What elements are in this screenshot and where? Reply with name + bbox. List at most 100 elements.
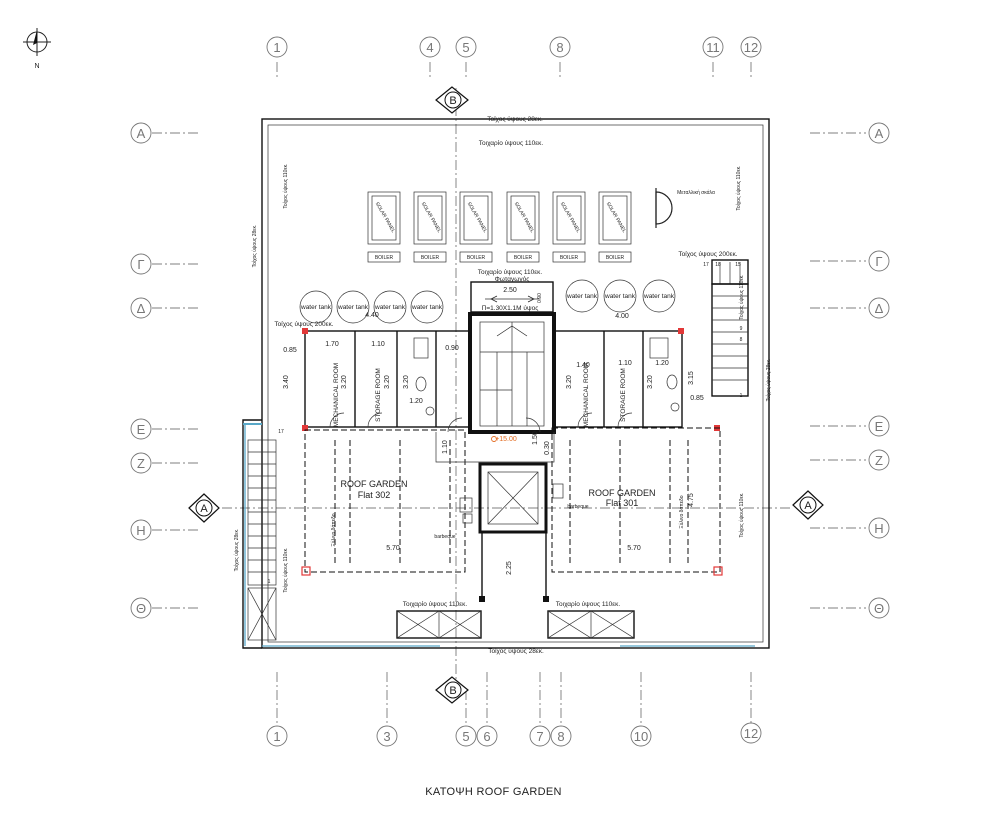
dimension: 0.90 bbox=[537, 293, 543, 303]
floor-note: Ξύλινο δάπεδο bbox=[678, 495, 685, 528]
dimension: 0.90 bbox=[445, 345, 459, 352]
dimension: 1.70 bbox=[325, 341, 339, 348]
wall-note: Τοίχος ύψους 110εκ. bbox=[738, 492, 745, 537]
dimension: 2.25 bbox=[506, 561, 513, 575]
grid-bubble bbox=[419, 36, 441, 58]
grid-bubble bbox=[868, 449, 890, 471]
grid-label: 12 bbox=[744, 726, 758, 741]
storage-room-label: STORAGE ROOM bbox=[620, 368, 627, 422]
grid-label: Η bbox=[136, 523, 145, 538]
grid-bubble bbox=[266, 725, 288, 747]
section-marker-b-top: B bbox=[435, 86, 469, 114]
stair-step-number: 1 bbox=[740, 393, 743, 399]
grid-label: 12 bbox=[744, 40, 758, 55]
north-label: N bbox=[34, 63, 39, 70]
level-marker-icon bbox=[491, 436, 497, 442]
water-tanks-right: water tank water tank water tank bbox=[565, 279, 676, 313]
grid-label: Α bbox=[137, 126, 146, 141]
dimension: 3.15 bbox=[688, 371, 695, 385]
dimension: 3.20 bbox=[384, 375, 391, 389]
svg-text:BOILER: BOILER bbox=[375, 255, 394, 261]
grid-label: Η bbox=[874, 521, 883, 536]
grid-label: Ε bbox=[137, 422, 146, 437]
bbq-icon bbox=[552, 483, 564, 499]
grid-bubble bbox=[550, 725, 572, 747]
bbq-label: barbeque bbox=[567, 504, 588, 510]
floor-note: Ξύλινο δάπεδο bbox=[330, 513, 337, 546]
wall-note: Τοίχος ύψους 28εκ. bbox=[233, 529, 240, 572]
bbq-icon bbox=[459, 497, 473, 513]
sink-icon bbox=[462, 513, 473, 524]
mechanical-room-label: MECHANICAL ROOM bbox=[333, 363, 340, 427]
water-tank bbox=[336, 290, 370, 324]
svg-text:BOILER: BOILER bbox=[560, 255, 579, 261]
wall-note: Τοίχος ύψους 200εκ. bbox=[678, 250, 737, 258]
stair-step-number: 1 bbox=[268, 579, 271, 585]
grid-bubble bbox=[549, 36, 571, 58]
dimension: 0.85 bbox=[690, 395, 704, 402]
dimension: 1.10 bbox=[442, 440, 449, 454]
stair-core bbox=[468, 312, 556, 434]
north-arrow-icon bbox=[23, 28, 51, 56]
solar-panels: SOLAR PANEL BOILER SOLAR PANEL BOILER SO… bbox=[367, 191, 632, 263]
svg-text:SOLAR PANEL: SOLAR PANEL bbox=[559, 201, 581, 234]
wall-note: Τοίχος ύψους 110εκ. bbox=[738, 274, 745, 319]
grid-bubble bbox=[868, 597, 890, 619]
wall-note: Τοίχος ύψους 28εκ. bbox=[487, 115, 543, 123]
dimension: 3.20 bbox=[566, 375, 573, 389]
grid-label: Δ bbox=[137, 301, 146, 316]
dimension: 2.50 bbox=[503, 287, 517, 294]
dimension: 4.00 bbox=[615, 313, 629, 320]
grid-bubble bbox=[702, 36, 724, 58]
right-rooms bbox=[553, 328, 720, 431]
dimension: 4.75 bbox=[688, 493, 695, 507]
dimension: 1.50 bbox=[532, 431, 539, 445]
wall-note: Τοίχος ύψους 110εκ. bbox=[282, 547, 289, 592]
grid-bubble bbox=[130, 519, 152, 541]
metal-stair-icon bbox=[655, 188, 673, 228]
left-rooms bbox=[302, 328, 471, 431]
svg-text:water tank: water tank bbox=[411, 304, 443, 311]
grid-bubble bbox=[740, 722, 762, 744]
stair-step-number: 9 bbox=[740, 326, 743, 332]
skylight-label: Φωταγωγός bbox=[495, 275, 530, 283]
svg-text:SOLAR PANEL: SOLAR PANEL bbox=[374, 201, 396, 234]
water-tank bbox=[642, 279, 676, 313]
water-tank bbox=[299, 290, 333, 324]
grid-bubble bbox=[130, 597, 152, 619]
grid-label: Ζ bbox=[875, 453, 883, 468]
grid-bubble bbox=[529, 725, 551, 747]
grid-label: 1 bbox=[273, 729, 280, 744]
svg-text:water tank: water tank bbox=[337, 304, 369, 311]
left-stair bbox=[247, 439, 277, 641]
grid-bubble bbox=[868, 297, 890, 319]
wall-note: Τοιχαρίο ύψους 110εκ. bbox=[403, 600, 468, 608]
stair-step-number: 15 bbox=[735, 262, 741, 268]
wall-note: Τοίχος ύψους 28εκ. bbox=[488, 647, 544, 655]
grid-label: 10 bbox=[634, 729, 648, 744]
elevation-label: +15.00 bbox=[495, 436, 517, 443]
dimension: 4.40 bbox=[365, 312, 379, 319]
grid-label: 5 bbox=[462, 729, 469, 744]
section-label: A bbox=[200, 503, 208, 515]
roof-garden-301-title: ROOF GARDEN bbox=[588, 488, 655, 498]
dimension: 5.70 bbox=[627, 545, 641, 552]
grid-bubble bbox=[868, 122, 890, 144]
svg-text:SOLAR PANEL: SOLAR PANEL bbox=[513, 201, 535, 234]
solar-panel: SOLAR PANEL BOILER bbox=[506, 191, 540, 263]
section-marker-b-bottom: B bbox=[435, 676, 469, 704]
svg-text:BOILER: BOILER bbox=[514, 255, 533, 261]
landing bbox=[435, 417, 555, 463]
grid-label: 1 bbox=[273, 40, 280, 55]
grid-label: 8 bbox=[557, 729, 564, 744]
water-tanks-left: water tank water tank water tank water t… bbox=[299, 290, 444, 324]
dimension: 0.30 bbox=[544, 441, 551, 455]
section-label: A bbox=[804, 500, 812, 512]
grid-label: 7 bbox=[536, 729, 543, 744]
dimension: 1.10 bbox=[618, 360, 632, 367]
mechanical-room-label: MECHANICAL ROOM bbox=[583, 363, 590, 427]
grid-label: 4 bbox=[426, 40, 433, 55]
dimension: 1.40 bbox=[576, 362, 590, 369]
grid-bubble bbox=[130, 452, 152, 474]
grid-label: Ζ bbox=[137, 456, 145, 471]
